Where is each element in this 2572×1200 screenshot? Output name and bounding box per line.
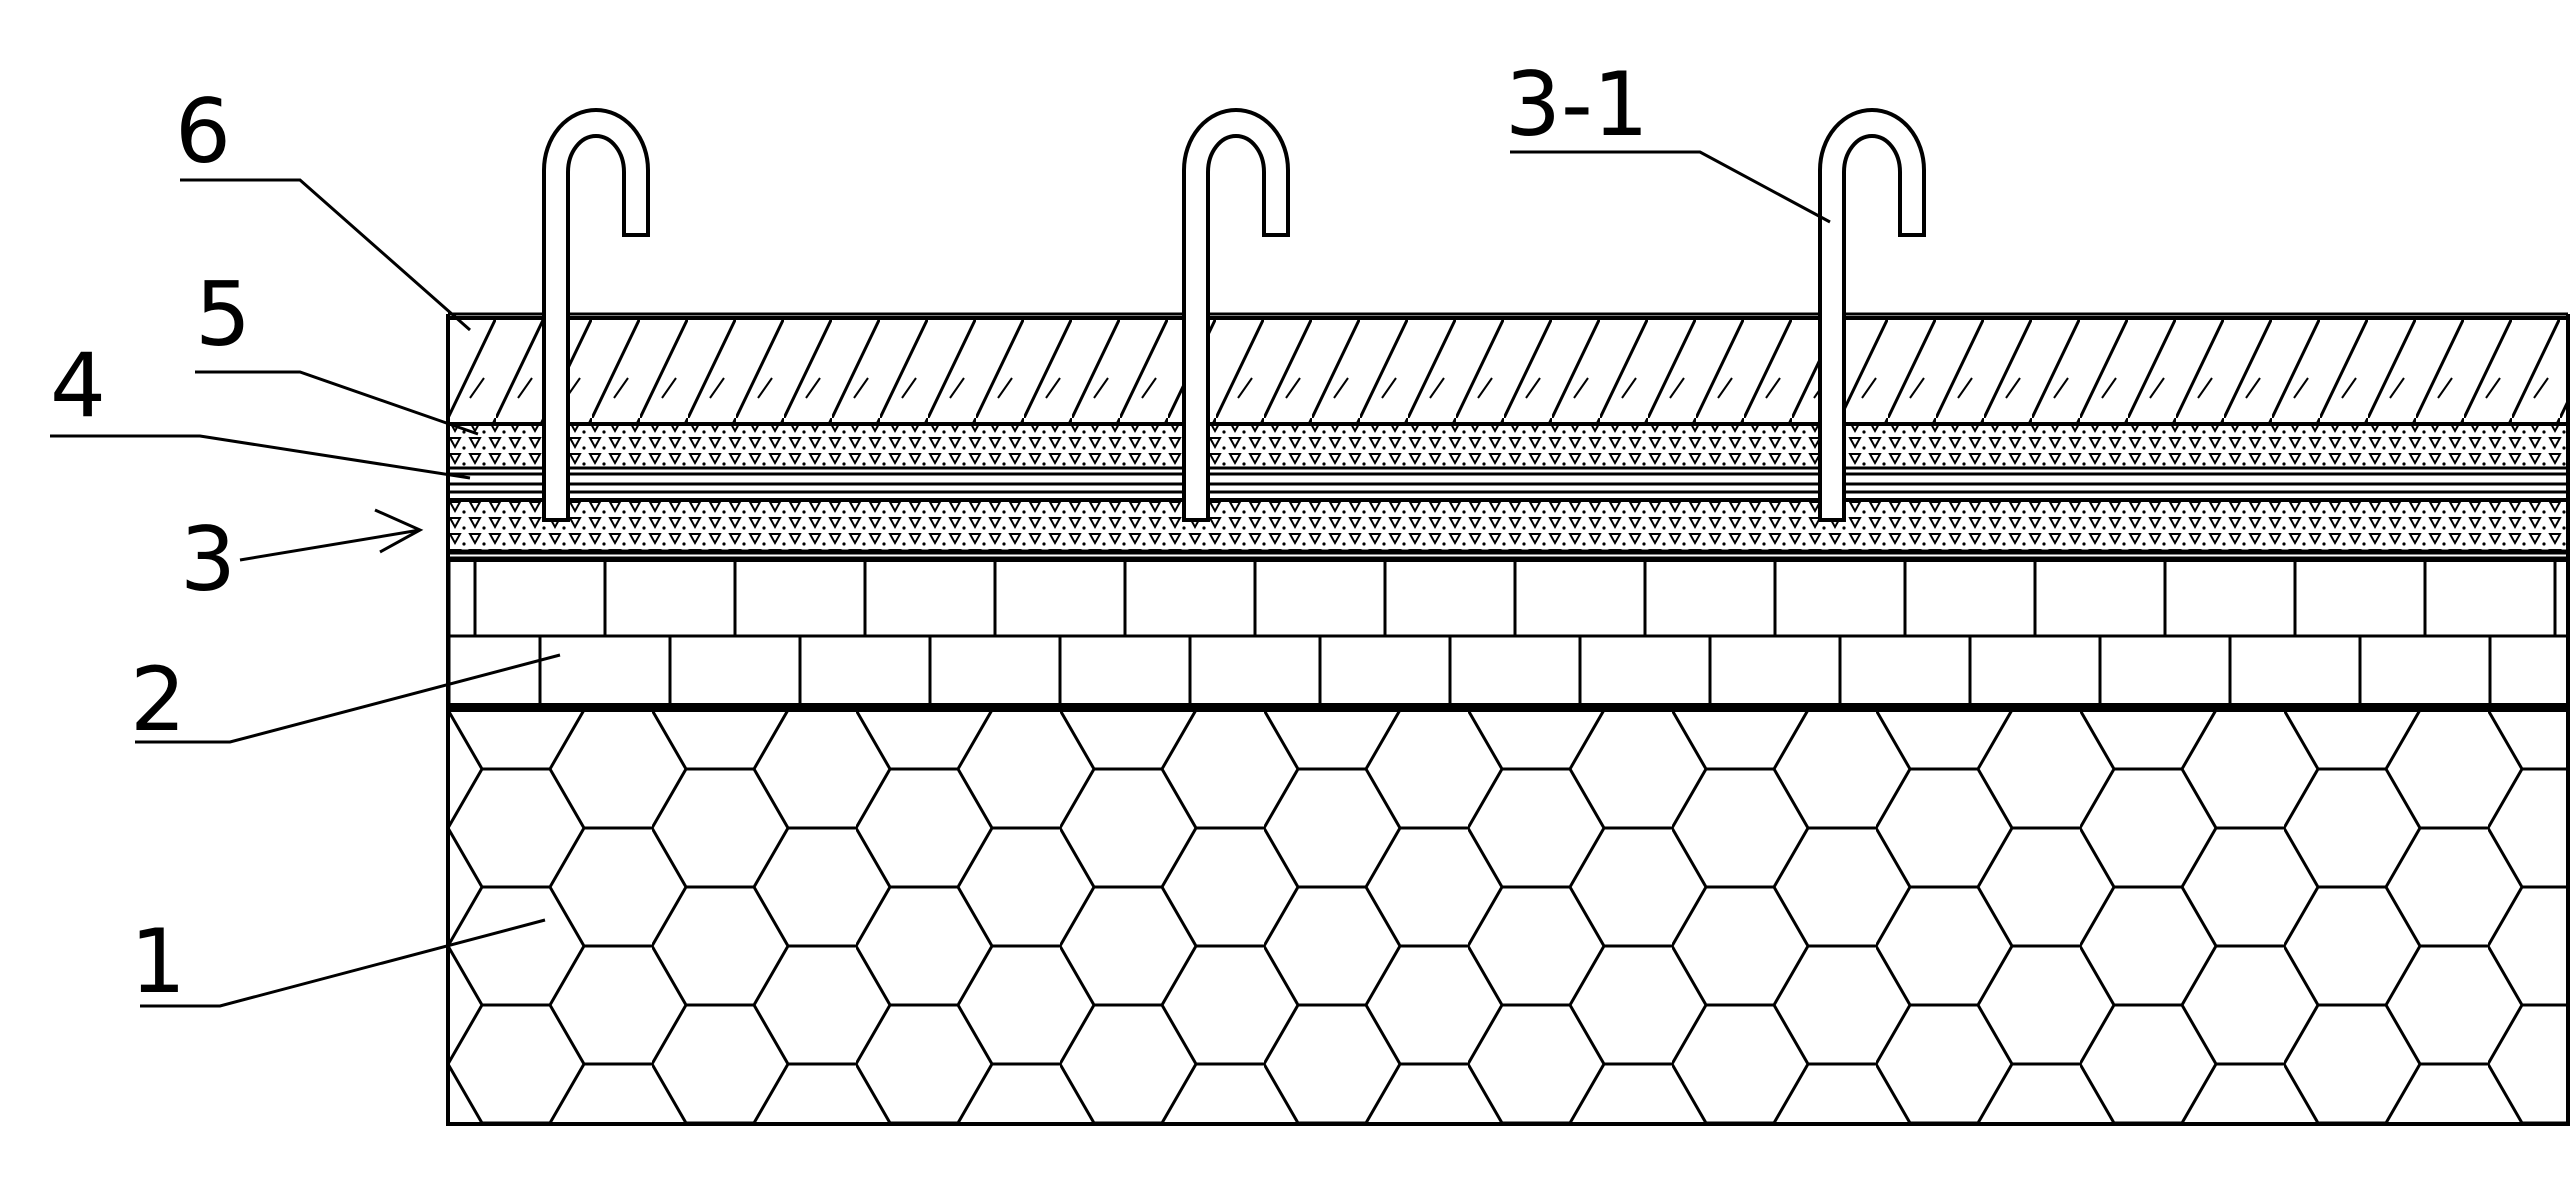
- leader-4: [50, 434, 471, 480]
- leader-lines: [50, 150, 1831, 1008]
- anchor-hook: [542, 108, 650, 522]
- leader-3-1: [1510, 150, 1831, 224]
- leader-3: [239, 528, 421, 562]
- anchor-hook: [1182, 108, 1290, 522]
- label-3-1: 3-1: [1505, 53, 1649, 156]
- label-4: 4: [50, 334, 106, 437]
- layer-4-membrane: [448, 472, 2568, 494]
- layer-5-leveling: [448, 422, 2568, 470]
- leader-5: [195, 370, 479, 436]
- label-2: 2: [130, 648, 186, 751]
- leader-3-arrow: [374, 508, 424, 554]
- layer-1-base: [446, 708, 2570, 1126]
- layer-3-mortar: [448, 498, 2568, 560]
- anchor-hook: [1818, 108, 1926, 522]
- leader-1: [140, 918, 546, 1008]
- layer-6-surface: [446, 312, 2570, 426]
- label-5: 5: [195, 263, 251, 366]
- label-1: 1: [130, 910, 186, 1013]
- label-3: 3: [180, 508, 236, 611]
- leader-6: [180, 178, 471, 332]
- label-6: 6: [175, 80, 231, 183]
- layer-2-brick: [446, 558, 2570, 709]
- leader-2: [135, 653, 561, 744]
- anchor-hooks: [542, 108, 1926, 522]
